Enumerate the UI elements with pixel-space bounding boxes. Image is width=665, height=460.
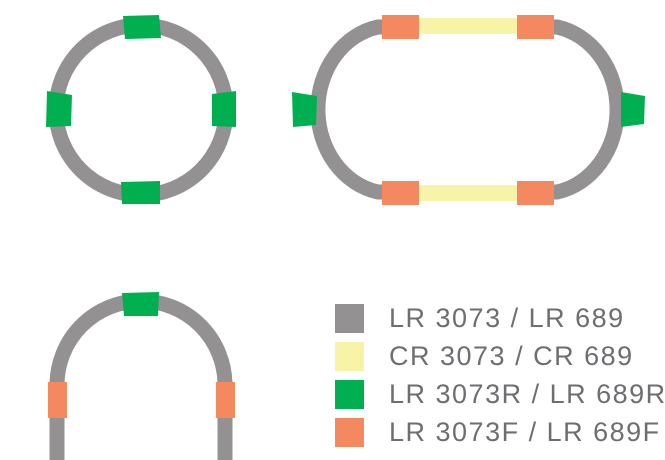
legend-swatch-yellow [335, 342, 364, 371]
legend-label: LR 3073F / LR 689F [389, 417, 661, 447]
u-turn-layout [48, 292, 235, 460]
oval-connector-top-right [517, 15, 554, 39]
circle-connector-top [123, 15, 161, 39]
u-turn-connector-left [48, 382, 67, 418]
oval-connector-bottom-left [382, 181, 419, 205]
circle-layout [46, 15, 236, 204]
oval-connector-top-left [382, 15, 419, 39]
legend-label: CR 3073 / CR 689 [389, 341, 634, 371]
oval-layout [292, 15, 645, 205]
circle-connector-bottom [121, 181, 160, 204]
legend-item-lr: LR 3073 / LR 689 [335, 300, 660, 338]
circle-connector-right [212, 91, 236, 127]
legend-swatch-orange [335, 418, 364, 447]
oval-left-curve [310, 19, 382, 200]
oval-connector-bottom-right [517, 181, 554, 205]
legend-swatch-green [335, 380, 364, 409]
legend-item-cr: CR 3073 / CR 689 [335, 338, 660, 376]
circle-track-ring [48, 17, 234, 203]
u-turn-curve [49, 293, 233, 460]
circle-connector-left [46, 91, 72, 127]
oval-connector-right [621, 92, 645, 127]
oval-straight-bottom [418, 185, 518, 201]
oval-connector-left [292, 92, 317, 127]
legend-item-lr-f: LR 3073F / LR 689F [335, 414, 660, 452]
u-turn-connector-top [122, 292, 159, 316]
legend-item-lr-r: LR 3073R / LR 689R [335, 376, 665, 414]
oval-straight-top [418, 18, 518, 34]
u-turn-connector-right [216, 382, 235, 418]
legend-swatch-gray [335, 304, 364, 333]
legend-label: LR 3073 / LR 689 [389, 303, 625, 333]
legend-label: LR 3073R / LR 689R [389, 379, 665, 409]
legend: LR 3073 / LR 689 CR 3073 / CR 689 LR 307… [335, 300, 665, 452]
oval-right-curve [553, 19, 625, 200]
